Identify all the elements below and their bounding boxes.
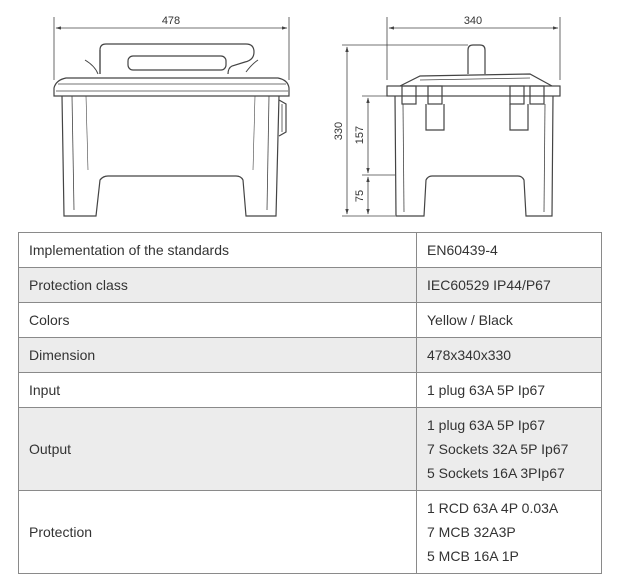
spec-row-input: Input 1 plug 63A 5P Ip67 <box>18 372 602 408</box>
spec-label: Protection <box>18 490 417 574</box>
spec-table: Implementation of the standards EN60439-… <box>18 232 602 574</box>
spec-row-protection: Protection 1 RCD 63A 4P 0.03A 7 MCB 32A3… <box>18 490 602 574</box>
spec-row-colors: Colors Yellow / Black <box>18 302 602 338</box>
spec-value: 1 plug 63A 5P Ip67 <box>416 372 602 408</box>
spec-label: Colors <box>18 302 417 338</box>
spec-value: 1 plug 63A 5P Ip67 7 Sockets 32A 5P Ip67… <box>416 407 602 491</box>
spec-value: Yellow / Black <box>416 302 602 338</box>
total-height-label: 330 <box>333 122 345 140</box>
spec-label: Implementation of the standards <box>18 232 417 268</box>
side-view <box>342 17 561 217</box>
spec-value: 478x340x330 <box>416 337 602 373</box>
spec-label: Input <box>18 372 417 408</box>
spec-label: Protection class <box>18 267 417 303</box>
spec-row-standards: Implementation of the standards EN60439-… <box>18 232 602 268</box>
leg-height-label: 75 <box>354 190 366 202</box>
spec-row-output: Output 1 plug 63A 5P Ip67 7 Sockets 32A … <box>18 407 602 491</box>
spec-value: EN60439-4 <box>416 232 602 268</box>
upper-height-label: 157 <box>354 126 366 144</box>
side-width-label: 340 <box>464 15 482 27</box>
spec-value: 1 RCD 63A 4P 0.03A 7 MCB 32A3P 5 MCB 16A… <box>416 490 602 574</box>
front-width-label: 478 <box>162 15 180 27</box>
spec-row-protection-class: Protection class IEC60529 IP44/P67 <box>18 267 602 303</box>
spec-label: Output <box>18 407 417 491</box>
technical-drawing: 478 340 330 157 75 <box>53 15 561 217</box>
spec-row-dimension: Dimension 478x340x330 <box>18 337 602 373</box>
spec-label: Dimension <box>18 337 417 373</box>
front-view <box>53 17 290 217</box>
spec-value: IEC60529 IP44/P67 <box>416 267 602 303</box>
